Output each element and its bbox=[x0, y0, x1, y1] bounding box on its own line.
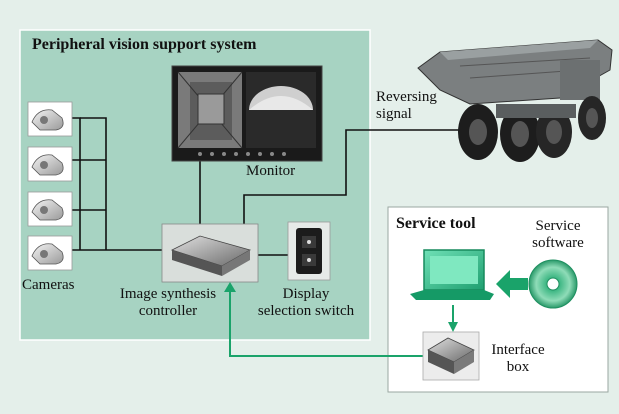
controller-arrowhead bbox=[224, 282, 236, 292]
controller-label-line2: controller bbox=[138, 303, 198, 319]
monitor-device bbox=[171, 65, 323, 162]
reversing-signal-label: Reversing signal bbox=[376, 89, 437, 123]
switch-label-line2: selection switch bbox=[257, 303, 355, 319]
camera-4 bbox=[27, 235, 73, 271]
interface-arrowhead bbox=[448, 322, 458, 332]
camera-bus bbox=[80, 117, 107, 250]
wiring bbox=[72, 117, 462, 256]
cameras-label: Cameras bbox=[22, 277, 75, 293]
service-software-line2: software bbox=[532, 235, 584, 251]
interface-box-line1: Interface bbox=[491, 342, 545, 358]
interface-box-device bbox=[422, 331, 480, 381]
reversing-signal-line1: Reversing bbox=[376, 89, 437, 105]
system-title: Peripheral vision support system bbox=[32, 36, 257, 53]
monitor-label: Monitor bbox=[246, 163, 296, 179]
camera-1 bbox=[27, 101, 73, 137]
reversing-signal-line2: signal bbox=[376, 106, 412, 122]
interface-box-label: Interface box bbox=[480, 342, 556, 376]
laptop-device bbox=[410, 249, 494, 300]
switch-device bbox=[287, 221, 331, 281]
service-software-line1: Service bbox=[535, 218, 581, 234]
controller-device bbox=[161, 223, 259, 283]
switch-label-line1: Display bbox=[282, 286, 330, 302]
service-tool-title: Service tool bbox=[396, 215, 476, 232]
service-software-label: Service software bbox=[516, 218, 600, 252]
interface-to-controller-line bbox=[229, 290, 423, 357]
software-cd bbox=[528, 259, 578, 309]
camera-2 bbox=[27, 146, 73, 182]
switch-label: Display selection switch bbox=[246, 286, 366, 320]
controller-label-line1: Image synthesis bbox=[119, 286, 217, 302]
camera-3 bbox=[27, 191, 73, 227]
dump-truck bbox=[417, 39, 613, 162]
interface-box-line2: box bbox=[506, 359, 530, 375]
reversing-signal-wire bbox=[243, 129, 462, 226]
service-connections bbox=[229, 290, 454, 357]
controller-label: Image synthesis controller bbox=[104, 286, 232, 320]
software-to-laptop-arrow bbox=[496, 270, 528, 298]
